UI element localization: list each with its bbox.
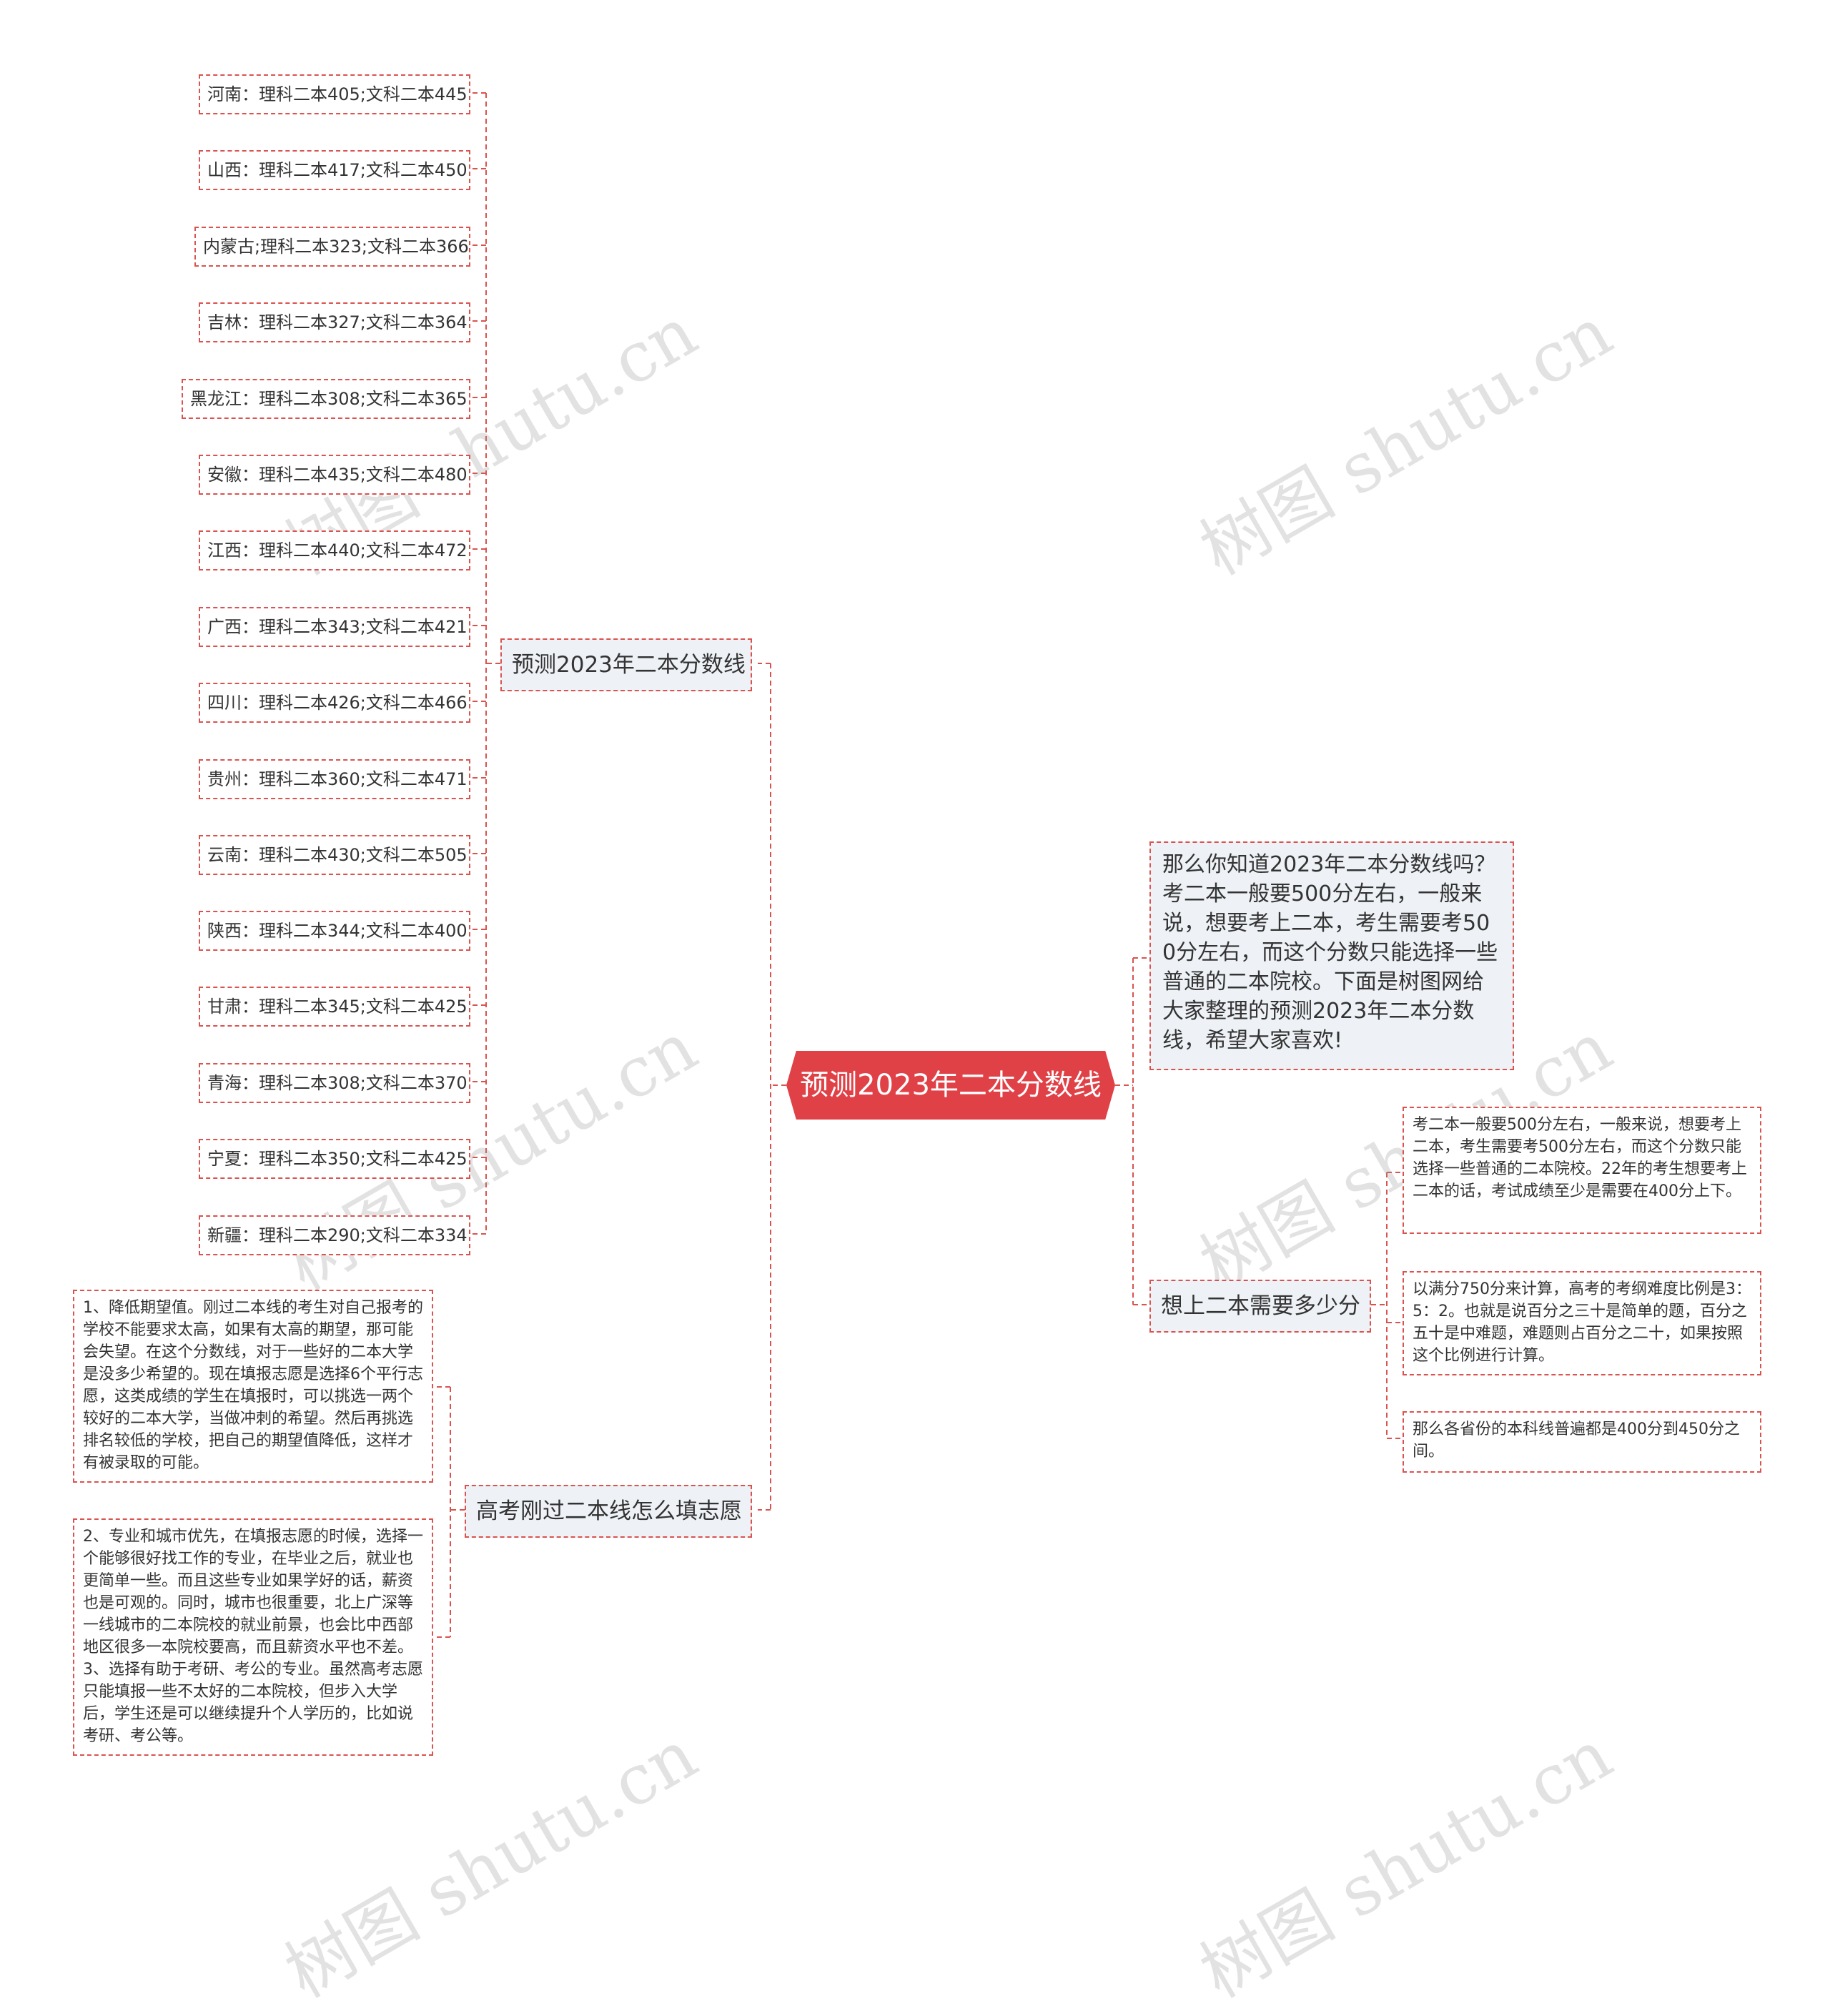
score-item[interactable]: 安徽：理科二本435;文科二本480 [199, 455, 470, 495]
score-item[interactable]: 青海：理科二本308;文科二本370 [199, 1063, 470, 1103]
root-node[interactable]: 预测2023年二本分数线 [786, 1051, 1115, 1120]
score-item[interactable]: 河南：理科二本405;文科二本445 [199, 74, 470, 114]
need-item[interactable]: 以满分750分来计算，高考的考纲难度比例是3：5：2。也就是说百分之三十是简单的… [1403, 1271, 1761, 1375]
connector-lines [435, 92, 1403, 1638]
score-item[interactable]: 宁夏：理科二本350;文科二本425 [199, 1139, 470, 1179]
score-item[interactable]: 陕西：理科二本344;文科二本400 [199, 911, 470, 951]
volunteer-paragraph[interactable]: 1、降低期望值。刚过二本线的考生对自己报考的学校不能要求太高，如果有太高的期望，… [73, 1290, 433, 1483]
branch-need[interactable]: 想上二本需要多少分 [1149, 1280, 1371, 1333]
score-item[interactable]: 云南：理科二本430;文科二本505 [199, 835, 470, 875]
score-item[interactable]: 甘肃：理科二本345;文科二本425 [199, 987, 470, 1027]
score-item[interactable]: 贵州：理科二本360;文科二本471 [199, 759, 470, 799]
score-item[interactable]: 新疆：理科二本290;文科二本334 [199, 1215, 470, 1255]
need-item[interactable]: 那么各省份的本科线普遍都是400分到450分之间。 [1403, 1411, 1761, 1473]
score-item[interactable]: 吉林：理科二本327;文科二本364 [199, 302, 470, 342]
need-item[interactable]: 考二本一般要500分左右，一般来说，想要考上二本，考生需要考500分左右，而这个… [1403, 1107, 1761, 1234]
score-item[interactable]: 广西：理科二本343;文科二本421 [199, 607, 470, 647]
score-item[interactable]: 黑龙江：理科二本308;文科二本365 [182, 379, 470, 419]
score-item[interactable]: 山西：理科二本417;文科二本450 [199, 150, 470, 190]
score-item[interactable]: 江西：理科二本440;文科二本472 [199, 530, 470, 570]
score-item[interactable]: 内蒙古;理科二本323;文科二本366 [194, 227, 470, 267]
volunteer-paragraph[interactable]: 2、专业和城市优先，在填报志愿的时候，选择一个能够很好找工作的专业，在毕业之后，… [73, 1518, 433, 1756]
intro-node[interactable]: 那么你知道2023年二本分数线吗？考二本一般要500分左右，一般来说，想要考上二… [1149, 841, 1514, 1070]
score-item[interactable]: 四川：理科二本426;文科二本466 [199, 683, 470, 723]
branch-volunteer[interactable]: 高考刚过二本线怎么填志愿 [465, 1485, 752, 1538]
branch-scores[interactable]: 预测2023年二本分数线 [500, 638, 752, 691]
